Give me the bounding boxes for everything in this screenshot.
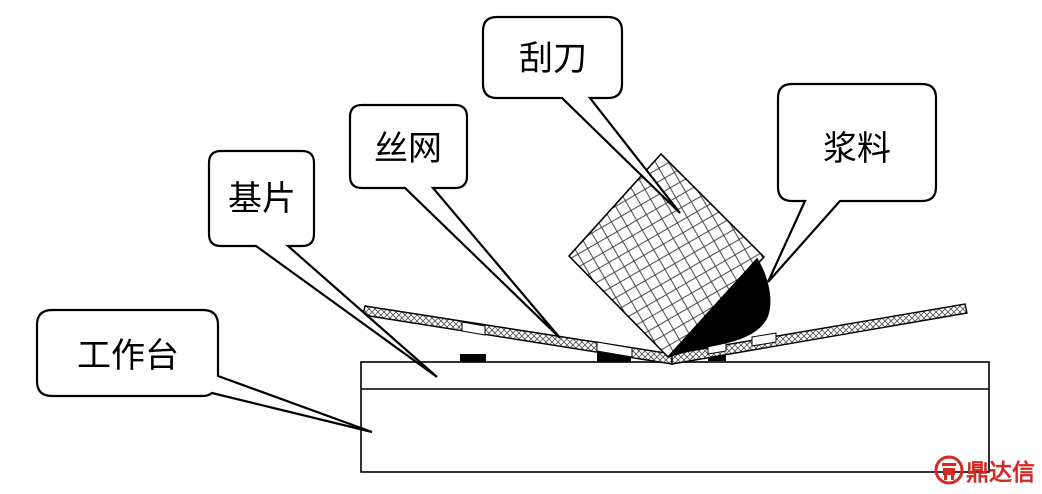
callout-substrate: 基片 <box>207 149 438 378</box>
callout-squeegee: 刮刀 <box>481 15 681 214</box>
label-squeegee: 刮刀 <box>519 39 587 79</box>
label-screen: 丝网 <box>374 129 442 169</box>
paste <box>667 257 771 358</box>
watermark-text: 鼎达信 <box>966 460 1035 486</box>
label-substrate: 基片 <box>228 179 296 219</box>
callout-screen: 丝网 <box>348 103 561 339</box>
callout-worktable: 工作台 <box>35 308 373 434</box>
watermark: 鼎达信 <box>934 453 1035 487</box>
worktable <box>360 361 990 473</box>
label-paste: 浆料 <box>823 129 891 169</box>
tripod-logo-icon <box>934 455 964 485</box>
label-worktable: 工作台 <box>77 336 179 376</box>
callout-paste: 浆料 <box>766 82 938 283</box>
